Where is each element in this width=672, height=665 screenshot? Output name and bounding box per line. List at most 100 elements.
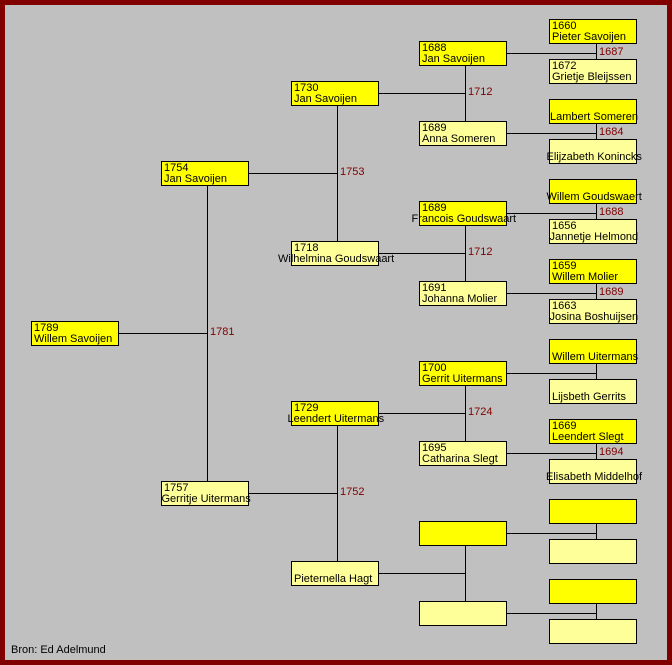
person-name: Willem Savoijen (34, 333, 113, 345)
marriage-year: 1684 (599, 126, 624, 138)
connector-line (507, 453, 596, 454)
person-name: Gerritje Uitermans (161, 493, 251, 505)
person-name: Francois Goudswaart (411, 213, 517, 225)
person-box[interactable] (419, 521, 507, 546)
marriage-year: 1694 (599, 446, 624, 458)
marriage-year: 1689 (599, 286, 624, 298)
birth-year (550, 501, 636, 512)
birth-year: 1754 (164, 162, 189, 174)
connector-line (465, 546, 466, 601)
person-box[interactable]: Elijzabeth Konincks (547, 139, 642, 164)
birth-year: 1669 (552, 420, 577, 432)
connector-line (465, 386, 466, 441)
person-name: Willem Goudswaert (546, 191, 642, 203)
connector-line (596, 284, 597, 299)
person-box[interactable]: Lijsbeth Gerrits (549, 379, 637, 404)
person-name: Josina Boshuijsen (549, 311, 639, 323)
birth-year: 1663 (552, 300, 577, 312)
person-name (550, 632, 636, 643)
connector-line (596, 204, 597, 219)
birth-year: 1700 (422, 362, 447, 374)
person-name: Willem Uitermans (552, 351, 639, 363)
marriage-year: 1724 (468, 406, 493, 418)
person-name: Lijsbeth Gerrits (552, 391, 626, 403)
connector-line (507, 293, 596, 294)
birth-year: 1689 (422, 122, 447, 134)
connector-line (337, 106, 338, 241)
connector-line (379, 253, 465, 254)
connector-line (596, 524, 597, 539)
birth-year (420, 603, 506, 614)
person-name: Jan Savoijen (164, 173, 227, 185)
person-box[interactable] (549, 499, 637, 524)
connector-line (207, 186, 208, 481)
birth-year: 1688 (422, 42, 447, 54)
marriage-year: 1752 (340, 486, 365, 498)
person-box[interactable]: Willem Goudswaert (547, 179, 642, 204)
birth-year (550, 541, 636, 552)
person-name: Elisabeth Middelhof (546, 471, 643, 483)
source-credit: Bron: Ed Adelmund (11, 644, 106, 656)
birth-year: 1656 (552, 220, 577, 232)
person-name (550, 552, 636, 563)
connector-line (379, 93, 465, 94)
marriage-year: 1753 (340, 166, 365, 178)
connector-line (337, 426, 338, 561)
birth-year: 1660 (552, 20, 577, 32)
person-box[interactable]: Pieternella Hagt (291, 561, 379, 586)
marriage-year: 1712 (468, 246, 493, 258)
person-name: Jan Savoijen (294, 93, 357, 105)
person-box[interactable]: Lambert Someren (549, 99, 639, 124)
birth-year: 1695 (422, 442, 447, 454)
person-name: Gerrit Uitermans (422, 373, 503, 385)
person-name: Willem Molier (552, 271, 618, 283)
birth-year: 1659 (552, 260, 577, 272)
connector-line (596, 364, 597, 379)
birth-year: 1691 (422, 282, 447, 294)
marriage-year: 1688 (599, 206, 624, 218)
connector-line (507, 373, 596, 374)
connector-line (596, 444, 597, 459)
person-box[interactable]: Willem Uitermans (549, 339, 639, 364)
birth-year (550, 621, 636, 632)
person-name: Leendert Slegt (552, 431, 624, 443)
person-name (550, 512, 636, 523)
marriage-year: 1712 (468, 86, 493, 98)
person-name (420, 614, 506, 625)
birth-year: 1672 (552, 60, 577, 72)
person-box[interactable] (549, 579, 637, 604)
marriage-year: 1781 (210, 326, 235, 338)
person-box[interactable] (549, 539, 637, 564)
person-name: Elijzabeth Konincks (546, 151, 642, 163)
person-name: Lambert Someren (550, 111, 639, 123)
person-box[interactable] (549, 619, 637, 644)
person-box[interactable] (419, 601, 507, 626)
person-box[interactable]: Elisabeth Middelhof (546, 459, 642, 484)
person-name: Pieternella Hagt (294, 573, 373, 585)
birth-year (420, 523, 506, 534)
person-name (420, 534, 506, 545)
person-name: Jannetje Helmond (549, 231, 639, 243)
person-name: Jan Savoijen (422, 53, 485, 65)
person-name: Pieter Savoijen (552, 31, 626, 43)
connector-line (596, 44, 597, 59)
